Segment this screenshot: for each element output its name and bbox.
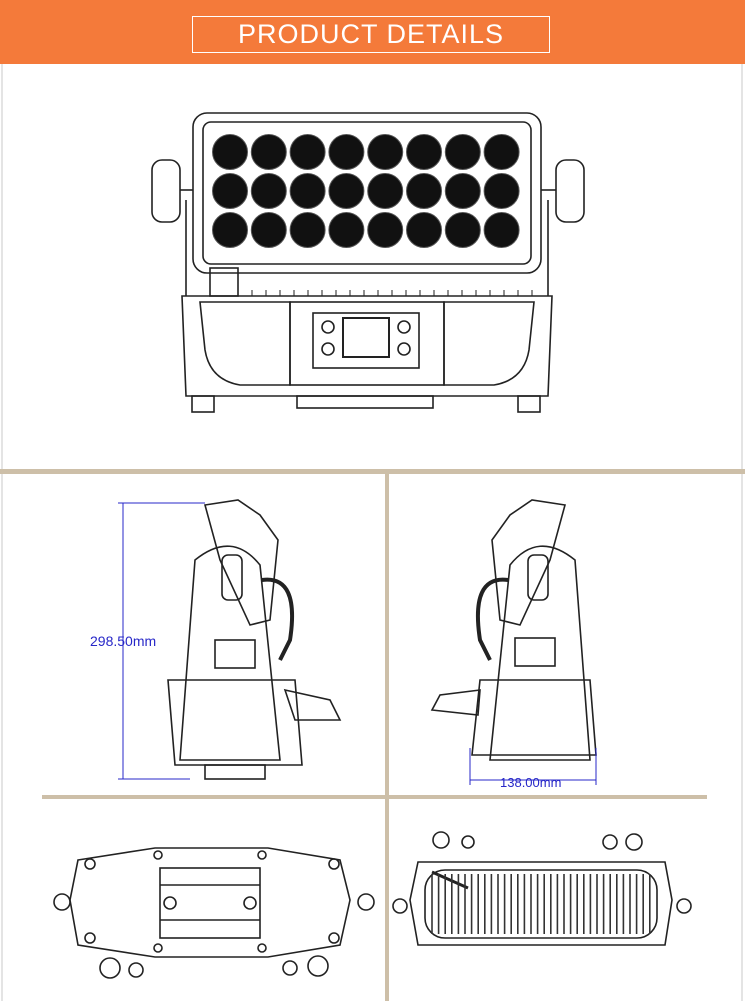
led-array [212, 134, 520, 248]
led-lens [367, 134, 404, 170]
led-lens [367, 173, 404, 209]
led-lens [212, 173, 248, 209]
led-lens [483, 173, 520, 209]
led-lens [328, 173, 365, 209]
height-dimension [118, 502, 205, 780]
led-lens [328, 134, 365, 170]
led-lens [212, 212, 248, 248]
top-view-drawing [392, 831, 692, 946]
top-view-fins [431, 874, 651, 934]
header-banner: PRODUCT DETAILS [0, 0, 745, 64]
width-dimension [469, 748, 597, 785]
led-lens [250, 173, 287, 209]
led-lens [367, 212, 404, 248]
led-lens [483, 212, 520, 248]
led-lens [444, 173, 481, 209]
led-lens [212, 134, 248, 170]
led-lens [289, 212, 326, 248]
led-lens [289, 173, 326, 209]
led-lens [483, 134, 520, 170]
width-dimension-label: 138.00mm [500, 775, 561, 790]
bottom-view-drawing [53, 847, 375, 979]
page-title: PRODUCT DETAILS [192, 16, 550, 53]
led-lens [250, 212, 287, 248]
led-lens [444, 212, 481, 248]
side-view-right-drawing [430, 499, 597, 761]
led-lens [328, 212, 365, 248]
led-lens [406, 134, 442, 170]
front-panel-buttons [321, 320, 411, 356]
led-lens [250, 134, 287, 170]
led-lens [444, 134, 481, 170]
side-view-left-drawing [167, 499, 342, 780]
led-lens [406, 173, 442, 209]
front-view-drawing [151, 112, 585, 413]
panel-dividers [0, 64, 745, 1001]
led-lens [406, 212, 442, 248]
led-lens [289, 134, 326, 170]
height-dimension-label: 298.50mm [90, 633, 156, 649]
